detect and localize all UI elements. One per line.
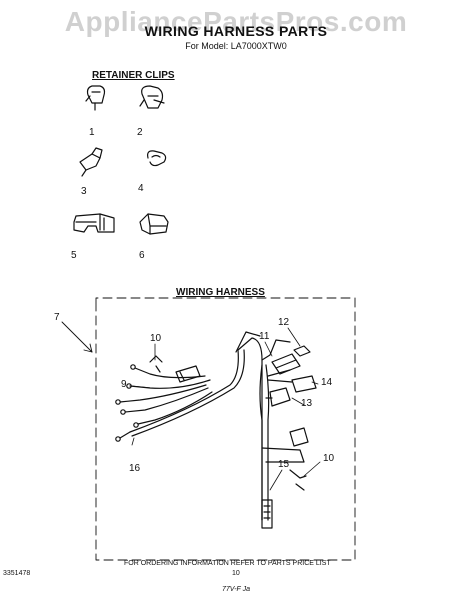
callout-15: 15 <box>278 459 290 470</box>
harness-boundary <box>95 297 356 561</box>
callout-12: 12 <box>278 317 290 328</box>
retainer-clip-3 <box>79 147 103 177</box>
retainer-clip-1 <box>85 85 106 111</box>
retainer-clip-4 <box>147 150 167 167</box>
callout-5: 5 <box>71 250 77 261</box>
doc-number: 3351478 <box>3 570 31 577</box>
callout-4: 4 <box>138 183 144 194</box>
watermark-text: AppliancePartsPros.com <box>64 6 408 37</box>
retainer-clip-6 <box>139 213 169 235</box>
ordering-note: FOR ORDERING INFORMATION REFER TO PARTS … <box>124 560 331 567</box>
callout-16: 16 <box>129 463 141 474</box>
harness-leaders <box>131 327 321 491</box>
callout-14: 14 <box>321 377 333 388</box>
callout-13: 13 <box>301 398 313 409</box>
callout-6: 6 <box>139 250 145 261</box>
callout-3: 3 <box>81 186 87 197</box>
callout-2: 2 <box>137 127 143 138</box>
handwritten-note: 77V-F Ja <box>222 586 251 593</box>
callout-11: 11 <box>259 331 270 342</box>
callout-10-bottom: 10 <box>323 453 335 464</box>
wiring-harness-heading: WIRING HARNESS <box>176 287 265 298</box>
model-subtitle: For Model: LA7000XTW0 <box>185 41 287 51</box>
retainer-clip-5 <box>73 213 115 233</box>
wiring-harness <box>115 331 317 529</box>
page-title: WIRING HARNESS PARTS <box>144 23 328 39</box>
callout-10-top: 10 <box>150 333 162 344</box>
retainer-clips-heading: RETAINER CLIPS <box>92 70 175 81</box>
page-number: 10 <box>232 570 240 577</box>
callout-9: 9 <box>121 379 127 390</box>
callout-1: 1 <box>89 127 95 138</box>
retainer-clip-2 <box>139 85 165 109</box>
callout-7: 7 <box>54 312 60 323</box>
